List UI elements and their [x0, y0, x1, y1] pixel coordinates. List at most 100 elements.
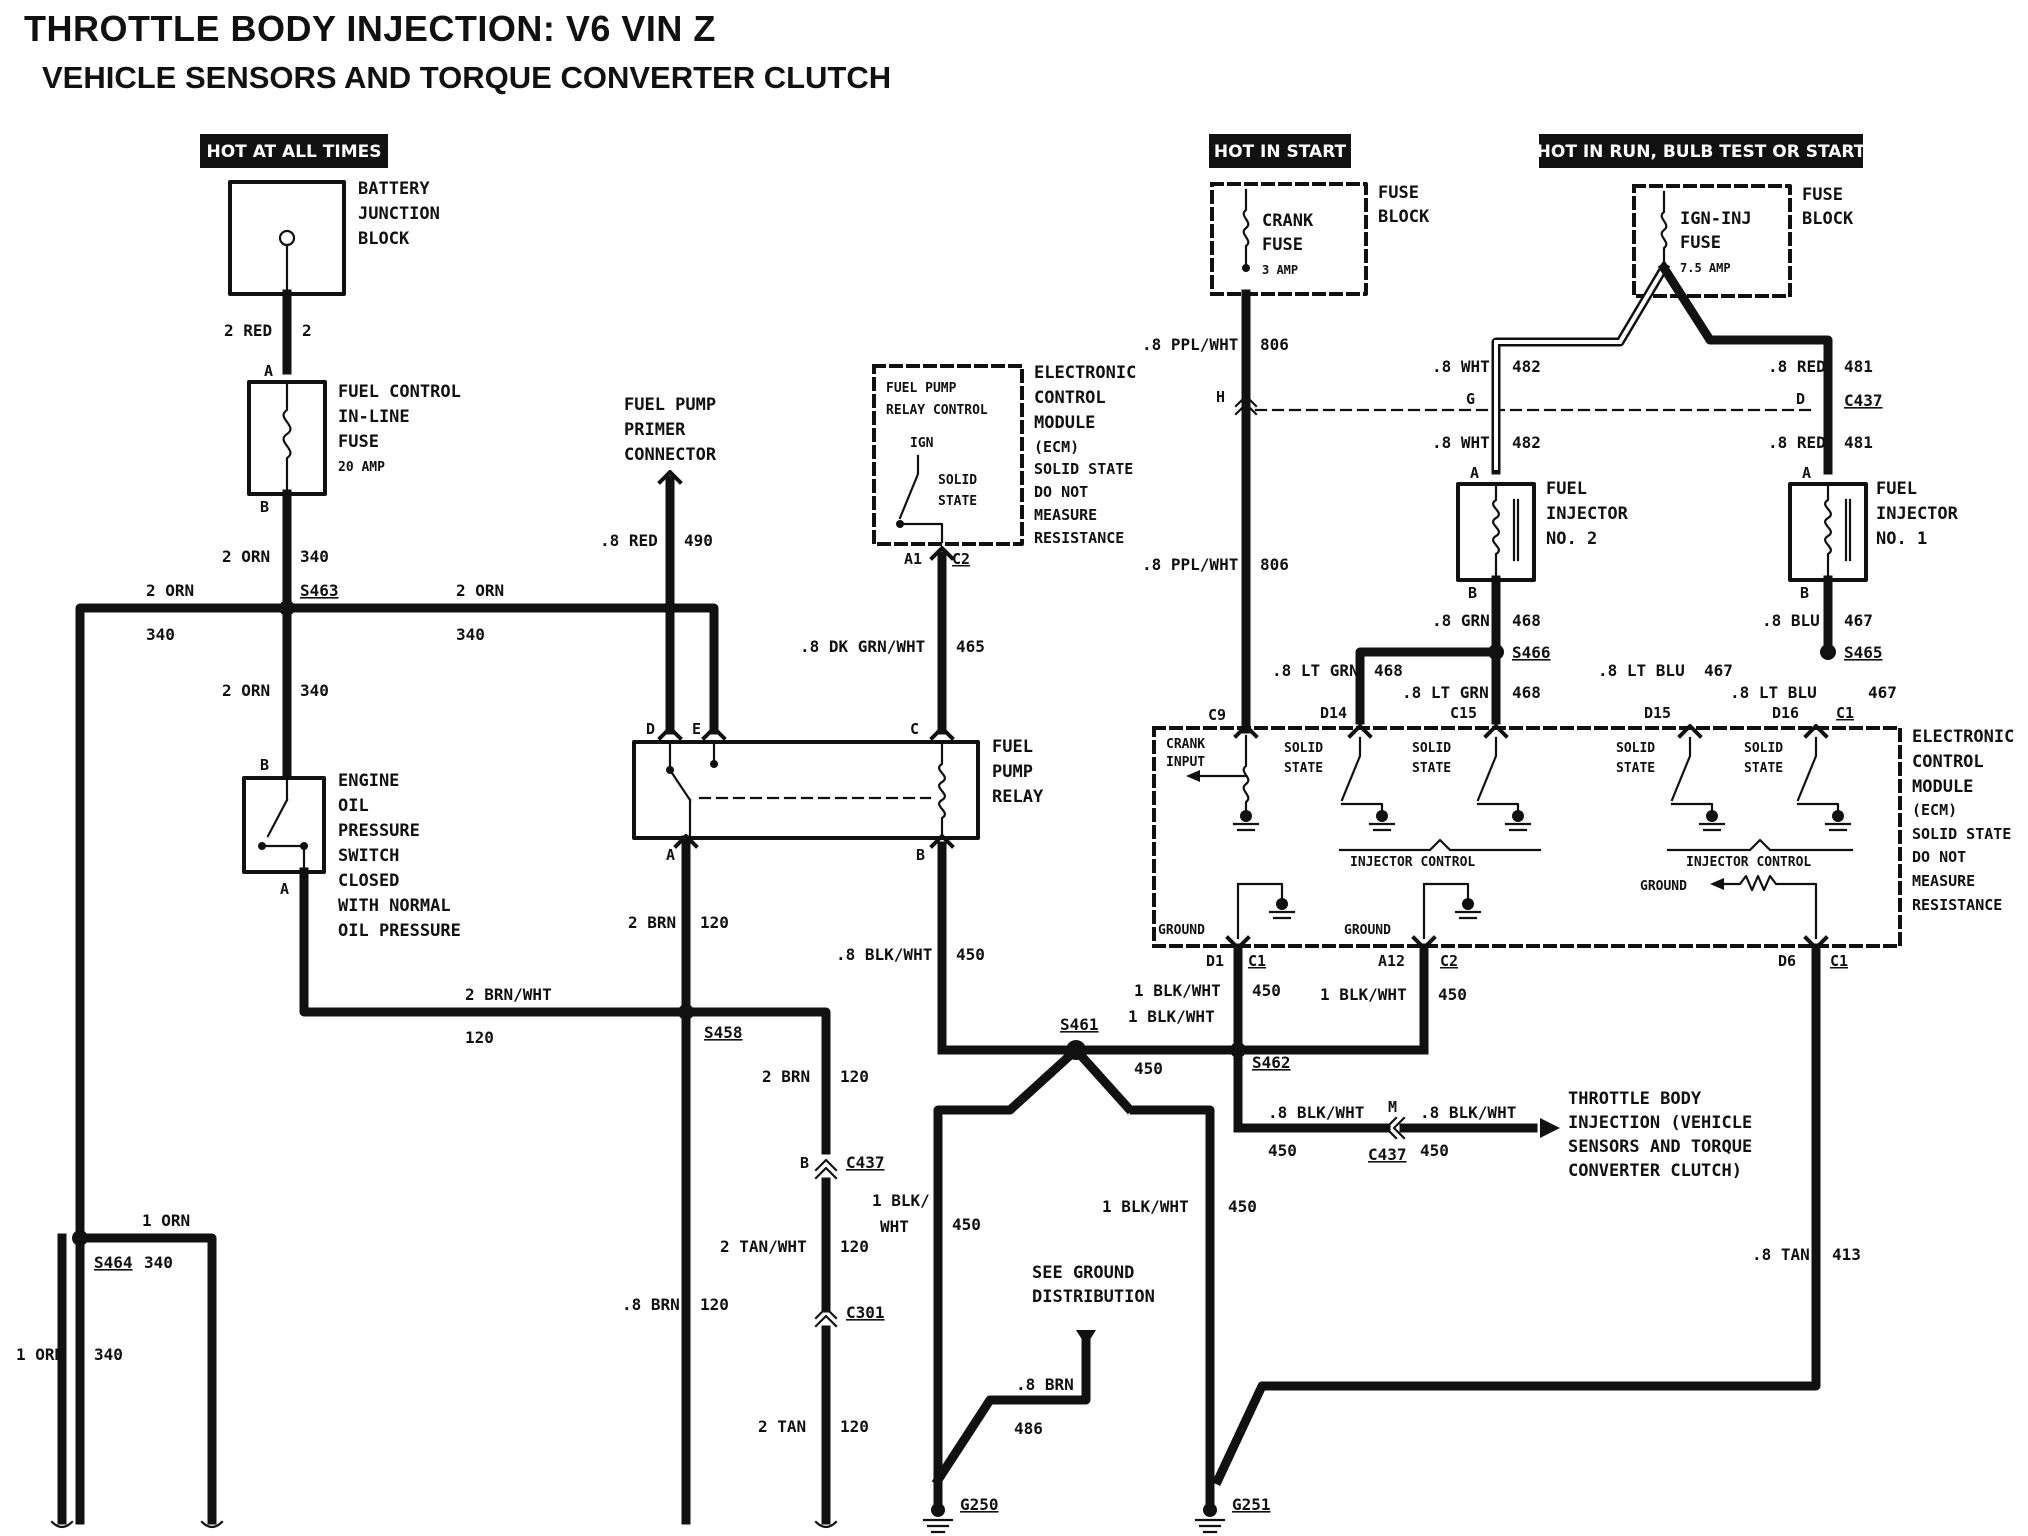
label-do-not-b: DO NOT: [1912, 848, 1966, 866]
tan-input-circuit: [1720, 874, 1818, 940]
label-electronic-b: ELECTRONIC: [1912, 727, 2014, 747]
relay-bottom-pins: [673, 834, 955, 849]
label-fuel-pump-small: FUEL PUMP: [886, 381, 957, 396]
switch-contacts: [260, 778, 306, 872]
label-engine: ENGINE: [338, 771, 399, 791]
label-solid-state-a: SOLID STATE: [1034, 460, 1133, 478]
label-fuel-pump: FUEL PUMP: [624, 395, 716, 415]
label-solid-2: SOLID: [1412, 741, 1451, 756]
label-468-c: 468: [1512, 683, 1541, 702]
pin-d-relay: D: [646, 720, 655, 738]
label-pump: PUMP: [992, 762, 1033, 782]
label-s458: S458: [704, 1023, 743, 1042]
label-340-c: 340: [456, 625, 485, 644]
ecm-ground-d1-dot: [1276, 898, 1288, 910]
relay-dot-2: [710, 760, 718, 768]
label-control-b: CONTROL: [1912, 752, 1984, 772]
label-crank-fuse: FUSE: [1262, 235, 1303, 255]
label-450-d: 450: [1134, 1059, 1163, 1078]
label-fuse: FUSE: [338, 432, 379, 452]
splice-s465: [1820, 644, 1836, 660]
label-c2-b: C2: [1440, 952, 1458, 970]
label-battery: BATTERY: [358, 179, 430, 199]
pin-d-c437: D: [1796, 390, 1805, 408]
label-tbi-c: SENSORS AND TORQUE: [1568, 1137, 1752, 1157]
label-solid-4: SOLID: [1744, 741, 1783, 756]
label-120-d: 120: [840, 1067, 869, 1086]
relay-top-pins: [657, 726, 955, 741]
label-481-b: 481: [1844, 433, 1873, 452]
injector-2-label: FUEL INJECTOR NO. 2: [1546, 479, 1629, 549]
label-806-a: 806: [1260, 335, 1289, 354]
label-injector-control-a: INJECTOR CONTROL: [1350, 855, 1475, 870]
label-120-b: 120: [700, 913, 729, 932]
relay-dot-1: [666, 766, 674, 774]
injector-control-brace-a: [1338, 838, 1542, 852]
label-with-normal: WITH NORMAL: [338, 896, 451, 916]
oil-pressure-switch-box: [242, 776, 326, 874]
label-c1-top: C1: [1836, 704, 1854, 722]
label-electronic-a: ELECTRONIC: [1034, 363, 1136, 383]
ecm-relay-control-label: FUEL PUMP RELAY CONTROL IGN SOLID STATE: [886, 381, 988, 509]
label-tbi-b: INJECTION (VEHICLE: [1568, 1113, 1752, 1133]
header-hot-all-times: HOT AT ALL TIMES: [200, 134, 388, 168]
label-340-b: 340: [146, 625, 175, 644]
pin-a-inj2: A: [1470, 464, 1479, 482]
crank-input-label: CRANK INPUT: [1166, 737, 1205, 770]
ecm-label-main: ELECTRONIC CONTROL MODULE (ECM) SOLID ST…: [1912, 727, 2014, 914]
pin-c-relay: C: [910, 720, 919, 738]
label-8dkgrnwht: .8 DK GRN/WHT: [800, 637, 925, 656]
label-8grn: .8 GRN: [1432, 611, 1490, 630]
injector-2-coil: [1492, 484, 1500, 580]
label-450-b: 450: [952, 1215, 981, 1234]
battery-junction-label: BATTERY JUNCTION BLOCK: [358, 179, 440, 249]
label-2orn-c: 2 ORN: [456, 581, 504, 600]
relay-coil: [938, 742, 946, 838]
header-hot-all-times-text: HOT AT ALL TIMES: [207, 142, 382, 162]
label-fuel: FUEL: [992, 737, 1033, 757]
label-1blk-slash: 1 BLK/: [872, 1191, 930, 1210]
label-2brnwht: 2 BRN/WHT: [465, 985, 552, 1004]
pin-a-relay: A: [666, 846, 675, 864]
pin-b-inj2: B: [1468, 584, 1477, 602]
label-ecm-b: (ECM): [1912, 801, 1957, 819]
label-control-a: CONTROL: [1034, 388, 1106, 408]
injector-1-coil: [1824, 484, 1832, 580]
label-2orn-a: 2 ORN: [222, 547, 270, 566]
label-tbi-d: CONVERTER CLUTCH): [1568, 1161, 1742, 1181]
label-450-c: 450: [1228, 1197, 1257, 1216]
label-482-b: 482: [1512, 433, 1541, 452]
label-ground-a: GROUND: [1158, 923, 1205, 938]
label-s462: S462: [1252, 1053, 1291, 1072]
label-state-4: STATE: [1744, 761, 1783, 776]
pin-d6: D6: [1778, 952, 1796, 970]
label-8ltgrn-b: .8 LT GRN: [1402, 683, 1489, 702]
ground-dist-arrow: [1076, 1330, 1096, 1346]
pin-b-c437: B: [800, 1154, 809, 1172]
label-relay-control: RELAY CONTROL: [886, 403, 988, 418]
label-120-f: 120: [840, 1417, 869, 1436]
label-120-c: 120: [700, 1295, 729, 1314]
label-g250: G250: [960, 1495, 999, 1514]
ign-inj-fuse-label: IGN-INJ FUSE 7.5 AMP: [1680, 209, 1752, 275]
label-crank-input-a: CRANK: [1166, 737, 1205, 752]
label-c1-d6: C1: [1830, 952, 1848, 970]
label-primer: PRIMER: [624, 420, 686, 440]
label-450-f: 450: [1438, 985, 1467, 1004]
label-injector-control-b: INJECTOR CONTROL: [1686, 855, 1811, 870]
label-465: 465: [956, 637, 985, 656]
pin-b-switch: B: [260, 756, 269, 774]
label-468-b: 468: [1374, 661, 1403, 680]
pin-b-relay: B: [916, 846, 925, 864]
crank-fuse-label: CRANK FUSE 3 AMP: [1262, 211, 1314, 277]
label-481-a: 481: [1844, 357, 1873, 376]
label-8tan: .8 TAN: [1752, 1245, 1810, 1264]
ecm-ground-a12: [1422, 882, 1470, 940]
label-state-3: STATE: [1616, 761, 1655, 776]
ground-g251: [1194, 1503, 1226, 1534]
label-oil: OIL: [338, 796, 369, 816]
label-1orn-b: 1 ORN: [16, 1345, 64, 1364]
crank-input-arrow: [1186, 770, 1200, 782]
ecm-ground-d1-sym: [1268, 910, 1296, 920]
